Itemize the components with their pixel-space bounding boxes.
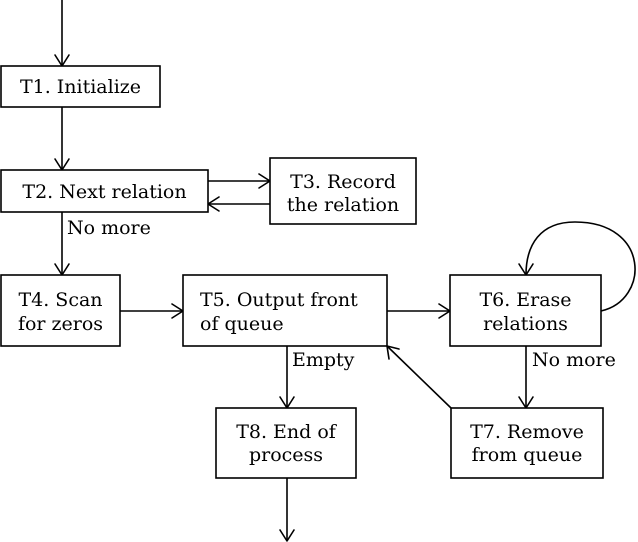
node-t1-label: T1. Initialize — [20, 76, 141, 98]
node-t7: T7. Remove from queue — [450, 407, 604, 479]
node-t3-label-line2: the relation — [287, 194, 399, 216]
edge-t7-to-t5 — [386, 345, 452, 409]
node-t5: T5. Output front of queue — [182, 274, 388, 347]
edge-t6-self-loop — [525, 221, 636, 312]
node-t2: T2. Next relation — [0, 169, 209, 213]
node-t4: T4. Scan for zeros — [0, 274, 121, 347]
edge-label-t6-to-t7: No more — [532, 349, 616, 371]
node-t1: T1. Initialize — [0, 65, 161, 108]
node-t7-label-line2: from queue — [472, 444, 583, 466]
node-t5-label-line2: of queue — [200, 313, 284, 335]
node-t8-label-line2: process — [249, 444, 323, 466]
node-t3-label-line1: T3. Record — [290, 171, 396, 193]
edge-label-t5-to-t8: Empty — [292, 349, 355, 371]
node-t6-label-line2: relations — [483, 313, 568, 335]
node-t2-label: T2. Next relation — [22, 181, 186, 203]
arrowhead — [279, 529, 295, 542]
node-t4-label-line2: for zeros — [18, 313, 103, 335]
node-t6: T6. Erase relations — [449, 274, 602, 347]
node-t4-label-line1: T4. Scan — [18, 289, 102, 311]
node-t8: T8. End of process — [215, 407, 357, 479]
node-t7-label-line1: T7. Remove — [470, 421, 584, 443]
node-t3: T3. Record the relation — [269, 157, 417, 225]
node-t8-label-line1: T8. End of — [236, 421, 338, 443]
node-t5-label-line1: T5. Output front — [200, 289, 358, 311]
node-t6-label-line1: T6. Erase — [479, 289, 571, 311]
edge-label-t2-to-t4: No more — [67, 217, 151, 239]
